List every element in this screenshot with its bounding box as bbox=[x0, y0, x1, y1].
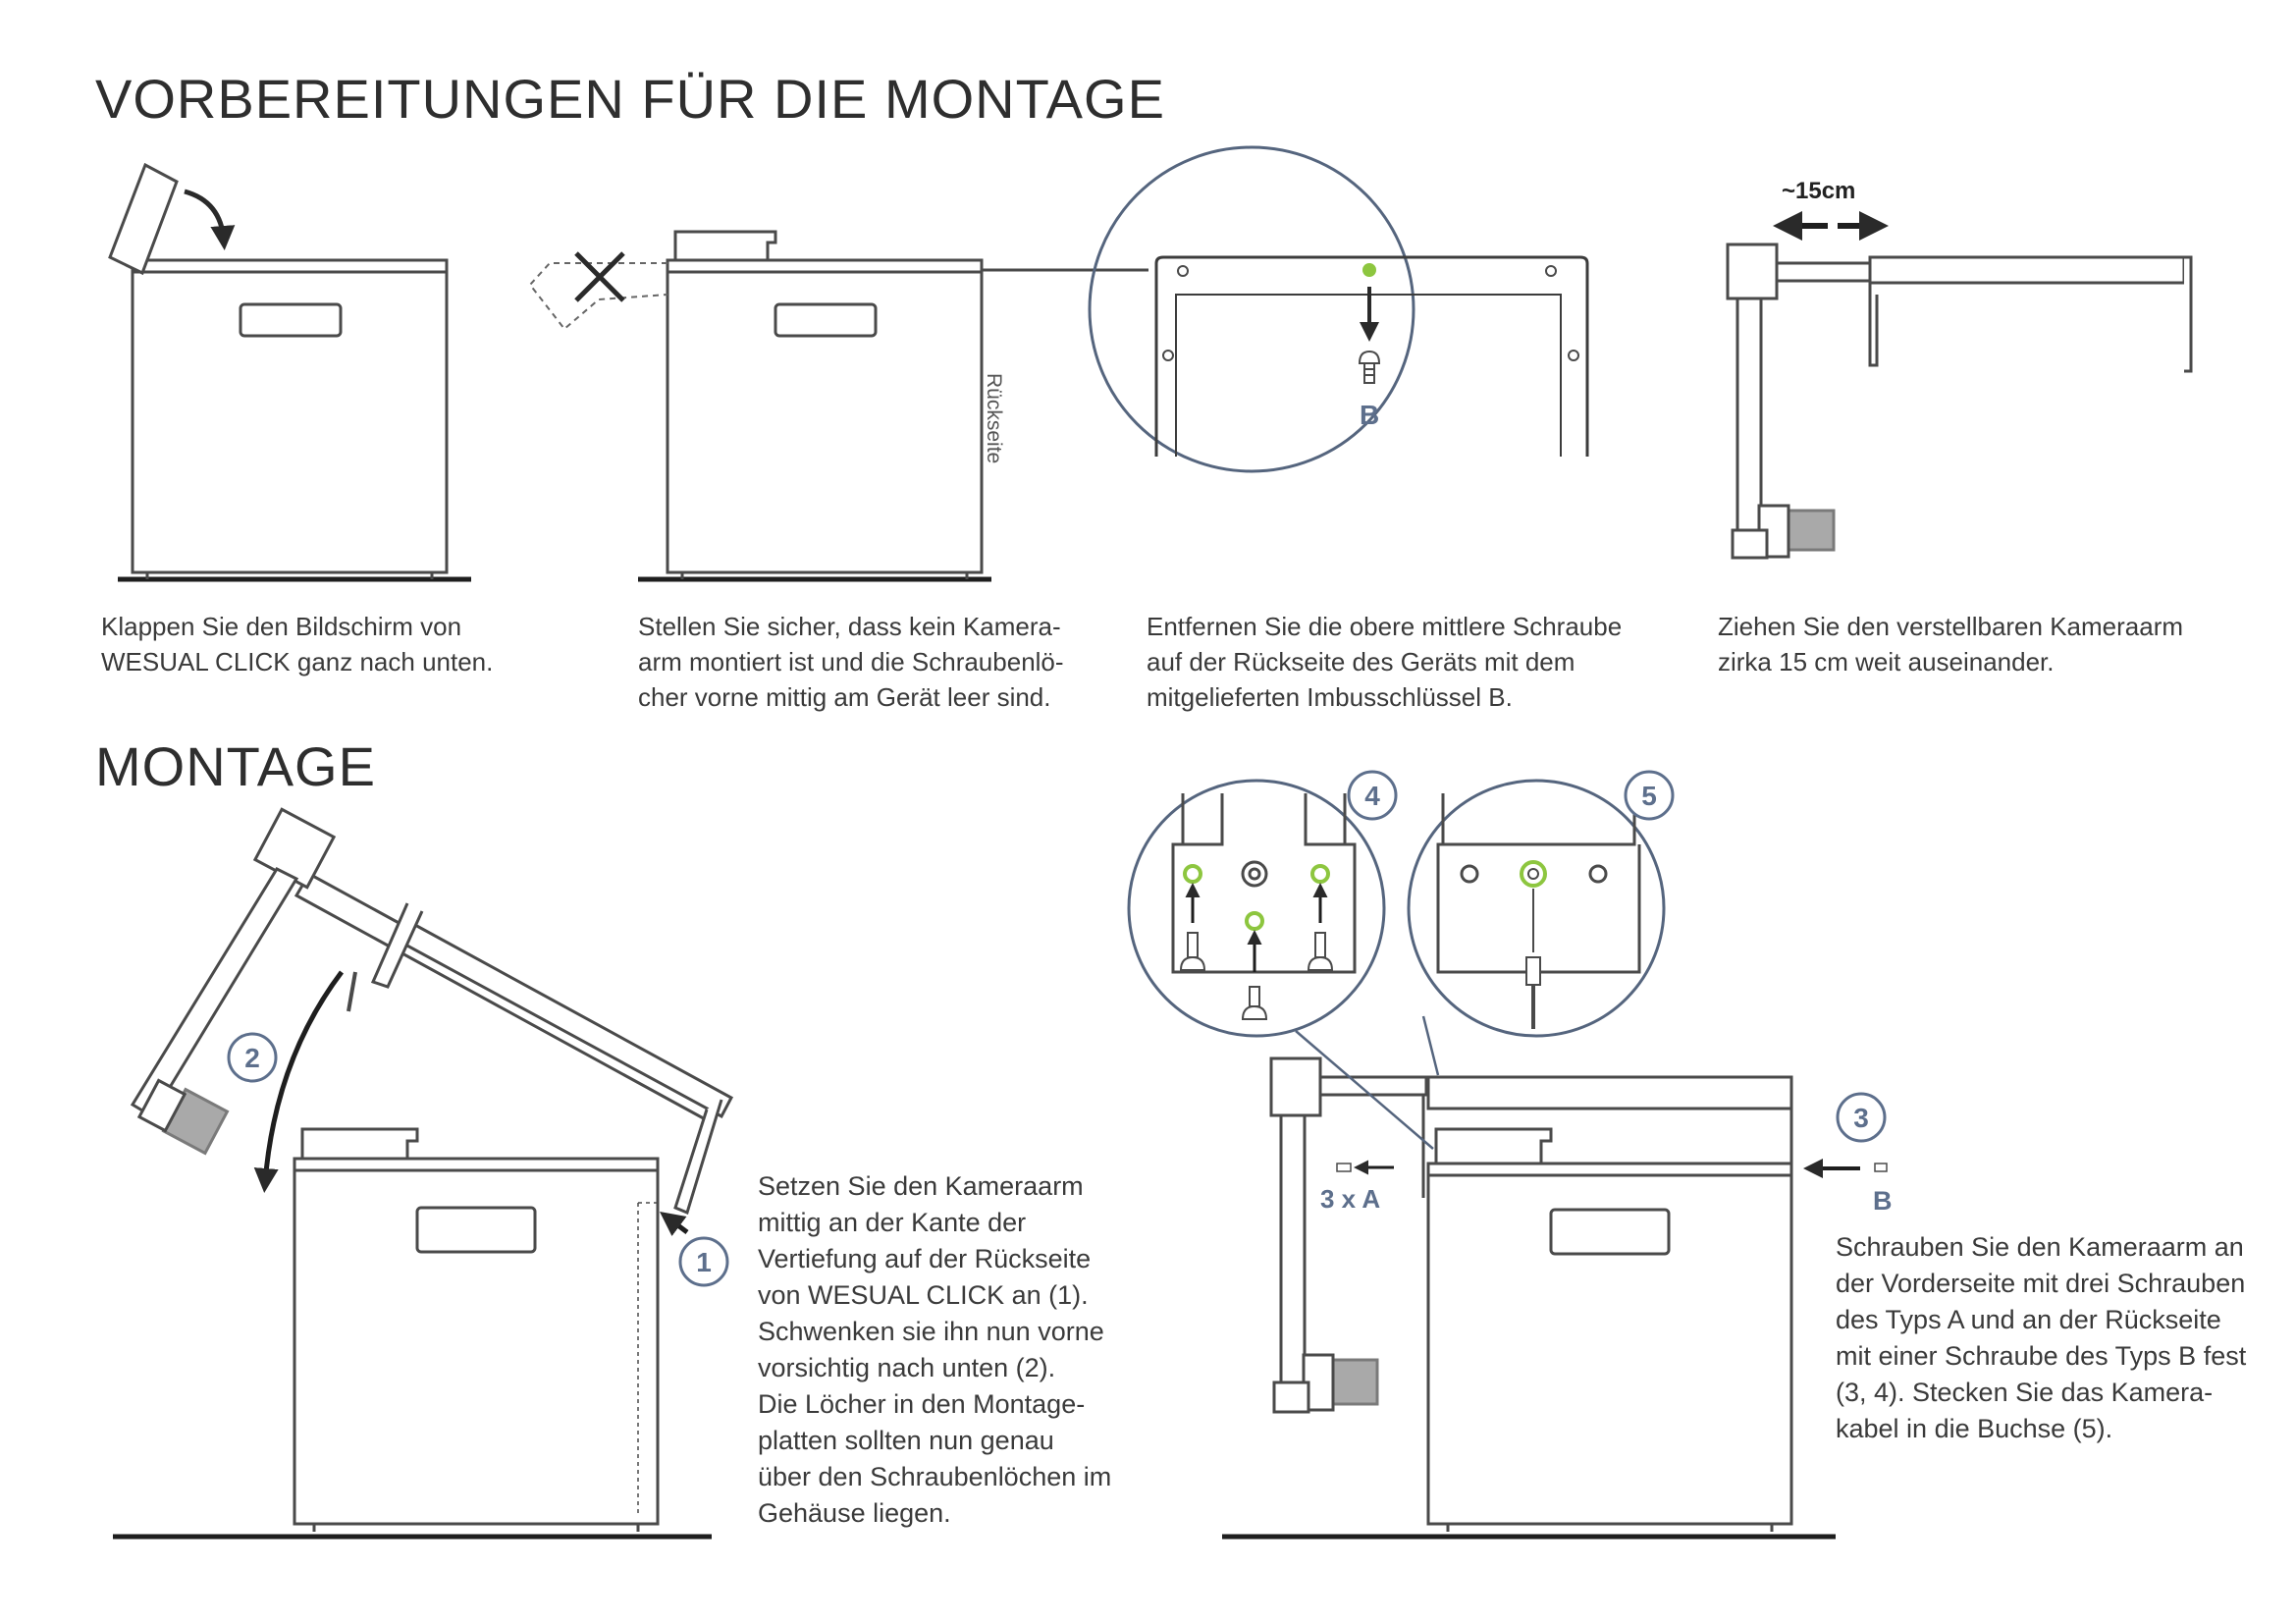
montage-line: Schrauben Sie den Kameraarm an bbox=[1836, 1232, 2244, 1262]
socket-center bbox=[1527, 868, 1539, 880]
montage-line: von WESUAL CLICK an (1). bbox=[758, 1280, 1089, 1310]
badge-5: 5 bbox=[1624, 770, 1675, 821]
caption-line: auf der Rückseite des Geräts mit dem bbox=[1147, 647, 1575, 677]
montage-line: kabel in die Buchse (5). bbox=[1836, 1414, 2113, 1443]
detail-circle-5 bbox=[1407, 779, 1666, 1038]
fold-arrow bbox=[184, 189, 236, 250]
hook-arrow bbox=[660, 1212, 689, 1236]
montage-line: (3, 4). Stecken Sie das Kamera- bbox=[1836, 1378, 2214, 1407]
caption-line: Ziehen Sie den verstellbaren Kameraarm bbox=[1718, 612, 2184, 641]
badge-4: 4 bbox=[1347, 770, 1398, 821]
montage-line: platten sollten nun genau bbox=[758, 1426, 1054, 1455]
caption-step3: Entfernen Sie die obere mittlere Schraub… bbox=[1147, 609, 1622, 715]
camera-arm-tilted bbox=[130, 807, 734, 1216]
screws-a bbox=[1179, 932, 1334, 1020]
camera-arm-step4 bbox=[1726, 243, 2193, 560]
badge-1: 1 bbox=[678, 1236, 729, 1287]
montage-line: Setzen Sie den Kameraarm bbox=[758, 1171, 1084, 1201]
montage-text-left: Setzen Sie den Kameraarm mittig an der K… bbox=[758, 1168, 1111, 1532]
montage-line: mit einer Schraube des Typs B fest bbox=[1836, 1341, 2247, 1371]
caption-line: Klappen Sie den Bildschirm von bbox=[101, 612, 462, 641]
caption-step1: Klappen Sie den Bildschirm von WESUAL CL… bbox=[101, 609, 493, 679]
detail-circle-4 bbox=[1127, 779, 1386, 1038]
device-montage-right bbox=[1222, 1075, 1836, 1540]
screw-arrows bbox=[1185, 883, 1328, 972]
caption-line: WESUAL CLICK ganz nach unten. bbox=[101, 647, 494, 677]
montage-line: Die Löcher in den Montage- bbox=[758, 1389, 1086, 1419]
screw-icon bbox=[1358, 350, 1381, 384]
montage-line: über den Schraubenlöchen im bbox=[758, 1462, 1112, 1491]
screen-folding bbox=[108, 162, 179, 276]
device-step2 bbox=[638, 230, 1148, 582]
montage-line: Vertiefung auf der Rückseite bbox=[758, 1244, 1092, 1273]
caption-line: Stellen Sie sicher, dass kein Kamera- bbox=[638, 612, 1061, 641]
screw-b-icon bbox=[1874, 1163, 1888, 1172]
cable-plug bbox=[1525, 889, 1541, 1029]
badge-2: 2 bbox=[227, 1032, 278, 1083]
caption-line: zirka 15 cm weit auseinander. bbox=[1718, 647, 2055, 677]
montage-line: Schwenken sie ihn nun vorne bbox=[758, 1317, 1104, 1346]
label-three-a: 3 x A bbox=[1320, 1184, 1380, 1214]
device-step1 bbox=[118, 258, 471, 582]
montage-line: mittig an der Kante der bbox=[758, 1208, 1027, 1237]
label-b-detail: B bbox=[1360, 400, 1379, 430]
green-dot bbox=[1362, 263, 1376, 277]
montage-line: Gehäuse liegen. bbox=[758, 1498, 951, 1528]
label-b-back: B bbox=[1873, 1186, 1893, 1216]
camera-arm-mounted bbox=[1269, 1056, 1428, 1414]
montage-line: vorsichtig nach unten (2). bbox=[758, 1353, 1056, 1382]
cross-icon bbox=[574, 251, 625, 302]
distance-label: ~15cm bbox=[1782, 178, 1855, 204]
svg-text:2: 2 bbox=[244, 1043, 260, 1073]
caption-line: arm montiert ist und die Schraubenlö- bbox=[638, 647, 1064, 677]
swing-arrow bbox=[253, 970, 344, 1193]
screw-a-icon bbox=[1336, 1163, 1352, 1172]
caption-step2: Stellen Sie sicher, dass kein Kamera- ar… bbox=[638, 609, 1064, 715]
montage-line: des Typs A und an der Rückseite bbox=[1836, 1305, 2221, 1334]
heading-preparation: VORBEREITUNGEN FÜR DIE MONTAGE bbox=[95, 68, 1165, 130]
green-holes bbox=[1183, 860, 1547, 931]
caption-line: mitgelieferten Imbusschlüssel B. bbox=[1147, 682, 1513, 712]
badge-3: 3 bbox=[1836, 1092, 1887, 1143]
caption-line: cher vorne mittig am Gerät leer sind. bbox=[638, 682, 1051, 712]
montage-line: der Vorderseite mit drei Schrauben bbox=[1836, 1269, 2246, 1298]
dashed-arm bbox=[528, 262, 668, 331]
caption-step4: Ziehen Sie den verstellbaren Kameraarm z… bbox=[1718, 609, 2183, 679]
caption-line: Entfernen Sie die obere mittlere Schraub… bbox=[1147, 612, 1623, 641]
zoom-circle-back bbox=[1088, 145, 1589, 473]
heading-montage: MONTAGE bbox=[95, 735, 376, 797]
svg-text:5: 5 bbox=[1641, 781, 1657, 811]
svg-text:1: 1 bbox=[696, 1247, 712, 1277]
device-montage-left bbox=[113, 1127, 712, 1540]
montage-text-right: Schrauben Sie den Kameraarm an der Vorde… bbox=[1836, 1229, 2246, 1447]
connector-lines bbox=[1295, 1015, 1440, 1150]
svg-text:3: 3 bbox=[1853, 1103, 1869, 1133]
rueckseite-label: Rückseite bbox=[983, 373, 1005, 463]
svg-text:4: 4 bbox=[1364, 781, 1380, 811]
